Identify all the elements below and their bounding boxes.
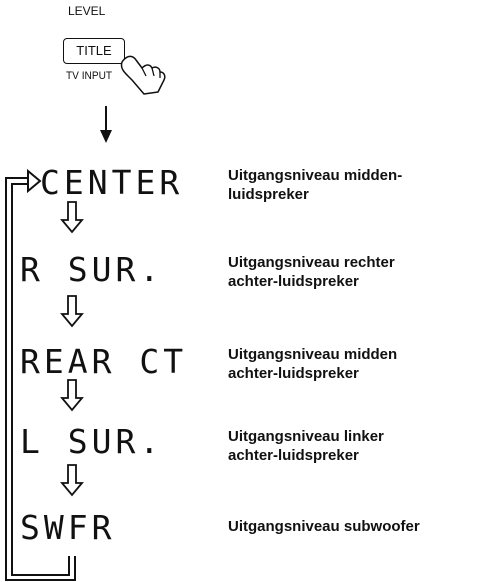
loop-arrow-head [27, 168, 42, 194]
display-l-sur: L SUR. [20, 422, 164, 461]
desc-rear-ct-line2: achter-luidspreker [228, 365, 359, 382]
desc-r-sur-line2: achter-luidspreker [228, 273, 359, 290]
desc-l-sur: Uitgangsniveau linker achter-luidspreker [228, 427, 478, 465]
display-center: CENTER [40, 163, 184, 202]
tv-input-label: TV INPUT [66, 70, 113, 82]
desc-center-line2: luidspreker [228, 186, 309, 203]
desc-rear-ct: Uitgangsniveau midden achter-luidspreker [228, 345, 478, 383]
down-arrow-hollow-2 [60, 295, 84, 328]
desc-swfr: Uitgangsniveau subwoofer [228, 517, 478, 536]
loop-back-line [5, 177, 76, 581]
desc-r-sur-line1: Uitgangsniveau rechter [228, 254, 395, 271]
pointing-hand-icon [120, 55, 166, 95]
display-r-sur: R SUR. [20, 250, 164, 289]
desc-swfr-line1: Uitgangsniveau subwoofer [228, 518, 420, 535]
down-arrow-solid [100, 106, 112, 143]
level-label: LEVEL [68, 4, 106, 18]
desc-l-sur-line2: achter-luidspreker [228, 447, 359, 464]
title-button[interactable]: TITLE [63, 38, 125, 64]
desc-center-line1: Uitgangsniveau midden- [228, 167, 403, 184]
desc-center: Uitgangsniveau midden- luidspreker [228, 166, 478, 204]
down-arrow-hollow-1 [60, 201, 84, 234]
desc-l-sur-line1: Uitgangsniveau linker [228, 428, 384, 445]
down-arrow-hollow-4 [60, 464, 84, 497]
desc-r-sur: Uitgangsniveau rechter achter-luidspreke… [228, 253, 478, 291]
display-rear-ct: REAR CT [20, 342, 188, 381]
down-arrow-hollow-3 [60, 379, 84, 412]
desc-rear-ct-line1: Uitgangsniveau midden [228, 346, 398, 363]
display-swfr: SWFR [20, 508, 116, 547]
